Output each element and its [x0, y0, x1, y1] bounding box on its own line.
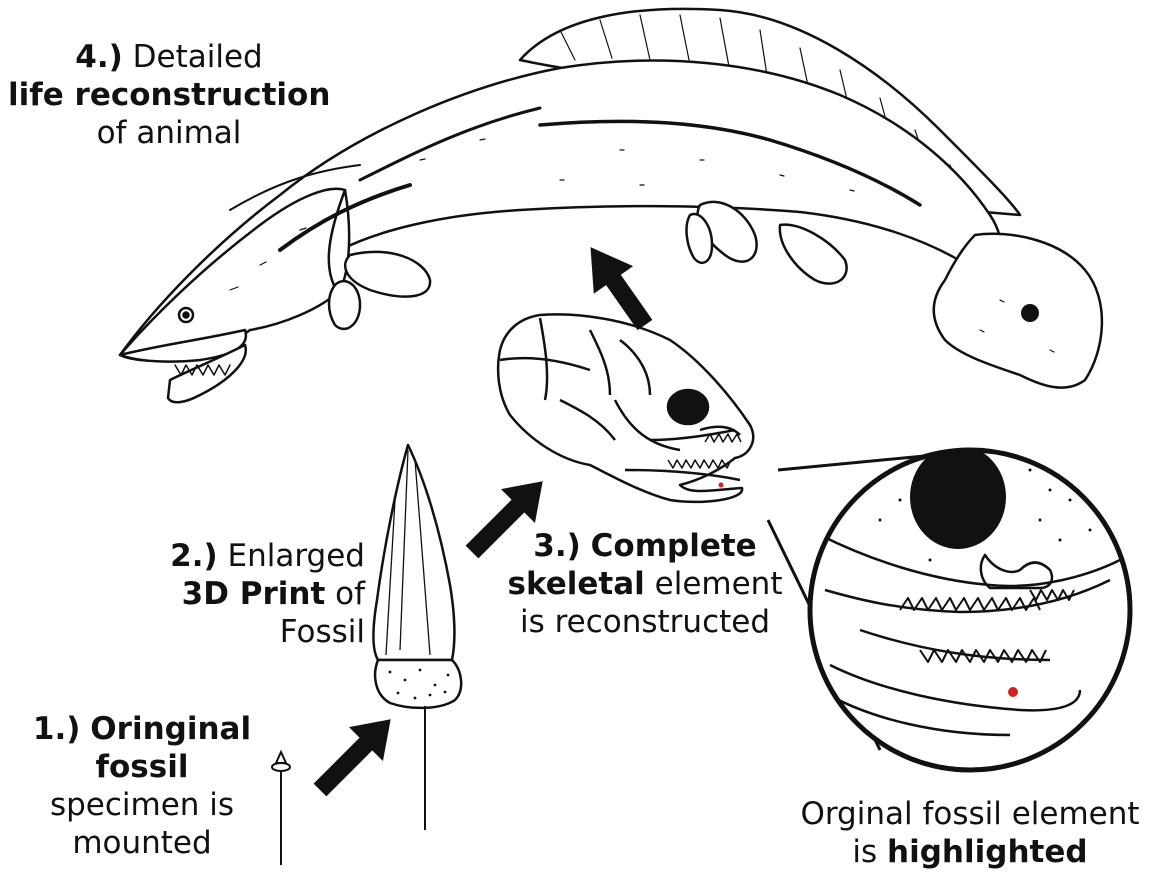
step-1-text-line3: specimen is [50, 787, 234, 823]
skull-outline [498, 314, 753, 502]
skull-orbit [668, 390, 708, 424]
step-3-text-line2: element [645, 566, 783, 602]
callout-bold-line2: highlighted [887, 834, 1088, 870]
step-3-number: 3.) [533, 528, 581, 564]
arrow-1-to-2 [303, 702, 408, 807]
step-1-label: 1.) Oringinal fossil specimen is mounted [12, 710, 272, 862]
step-2-text-line3: Fossil [280, 614, 365, 650]
step-4-text-line1: Detailed [133, 39, 263, 75]
step-2-bold-line2: 3D Print [182, 576, 326, 612]
step-3-label: 3.) Complete skeletal element is reconst… [500, 527, 790, 641]
step-2-label: 2.) Enlarged 3D Print of Fossil [150, 537, 365, 651]
step-1-bold-line1: Oringinal [90, 711, 251, 747]
step-4-bold-line2: life reconstruction [8, 77, 330, 113]
callout-text-line2: is [852, 834, 887, 870]
step-1-text-line4: mounted [72, 825, 211, 861]
fish-pelvic-fin-front [329, 281, 360, 329]
printed-tooth [373, 445, 461, 830]
step-3-text-line3: is reconstructed [520, 604, 770, 640]
tail-spot [1021, 304, 1039, 322]
step-1-number: 1.) [33, 711, 81, 747]
callout-label: Orginal fossil element is highlighted [780, 795, 1160, 871]
skull-reconstruction [498, 314, 753, 502]
magnified-highlight-mark [1008, 687, 1018, 697]
tooth-base [375, 660, 461, 708]
step-3-bold-line2: skeletal [508, 566, 645, 602]
step-4-number: 4.) [75, 39, 123, 75]
step-4-text-line3: of animal [97, 115, 242, 151]
step-3-bold-line1: Complete [591, 528, 757, 564]
mounted-fossil [272, 752, 290, 865]
magnified-orbit [910, 445, 1006, 549]
fish-tail [934, 234, 1102, 388]
step-2-text-line1: Enlarged [228, 538, 365, 574]
callout-text-line1: Orginal fossil element [800, 796, 1139, 832]
fish-anal-fin-2 [780, 225, 847, 284]
magnifier-callout [768, 440, 1140, 780]
step-2-number: 2.) [170, 538, 218, 574]
step-4-label: 4.) Detailed life reconstruction of anim… [8, 38, 330, 152]
skull-highlight-mark [719, 483, 724, 488]
step-1-bold-line2: fossil [96, 749, 189, 785]
step-2-text-line2: of [325, 576, 365, 612]
